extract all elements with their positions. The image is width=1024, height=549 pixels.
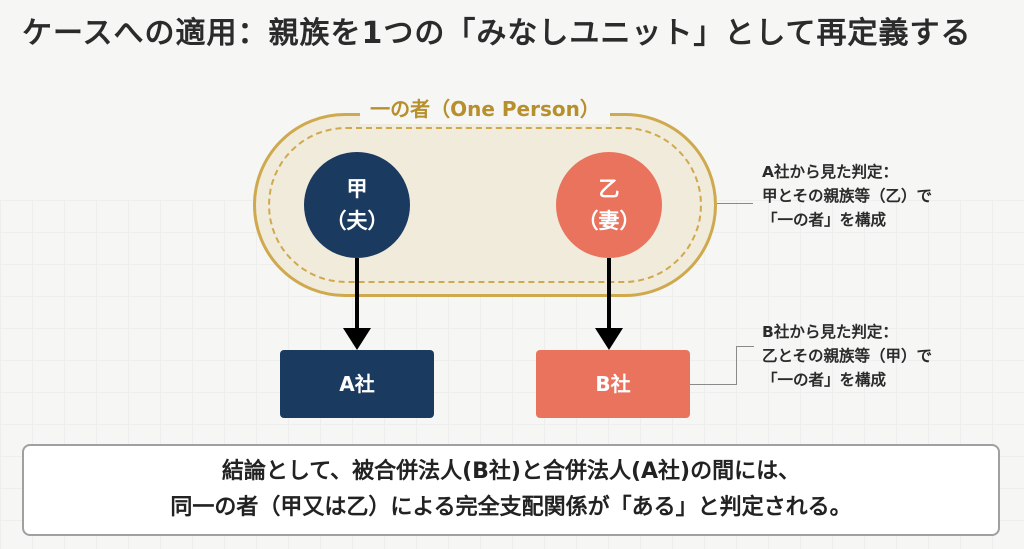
note-b-line1: B社から見た判定： (762, 323, 898, 341)
person-husband-name: 甲 (346, 177, 368, 201)
note-company-b-judgement: B社から見た判定： 乙とその親族等（甲）で 「一の者」を構成 (762, 320, 1012, 392)
note-b-connector-vertical (736, 346, 737, 384)
one-person-group-label: 一の者（One Person） (360, 94, 610, 124)
conclusion-line1: 結論として、被合併法人(B社)と合併法人(A社)の間には、 (221, 459, 801, 484)
note-b-connector-top (736, 346, 754, 347)
note-b-line3: 「一の者」を構成 (762, 371, 887, 389)
person-wife-name: 乙 (598, 177, 620, 201)
arrow-wife-to-company-b-line (607, 258, 611, 330)
arrow-husband-to-company-a-head (343, 328, 371, 350)
one-person-group-dashed-outline (268, 127, 702, 283)
note-a-line3: 「一の者」を構成 (762, 211, 887, 229)
person-wife-role: （妻） (577, 209, 641, 233)
note-b-line2: 乙とその親族等（甲）で (762, 347, 933, 365)
note-b-connector-bottom (690, 384, 737, 385)
person-husband-circle: 甲 （夫） (304, 152, 410, 258)
person-wife-circle: 乙 （妻） (556, 152, 662, 258)
person-husband-role: （夫） (325, 209, 389, 233)
note-company-a-judgement: A社から見た判定： 甲とその親族等（乙）で 「一の者」を構成 (762, 160, 1012, 232)
conclusion-box: 結論として、被合併法人(B社)と合併法人(A社)の間には、 同一の者（甲又は乙）… (22, 444, 1000, 536)
arrow-wife-to-company-b-head (595, 328, 623, 350)
note-a-connector-horizontal (717, 203, 753, 204)
company-a-box: A社 (280, 350, 434, 418)
note-a-line1: A社から見た判定： (762, 163, 898, 181)
note-a-line2: 甲とその親族等（乙）で (762, 187, 933, 205)
page-title: ケースへの適用：親族を1つの「みなしユニット」として再定義する (22, 16, 972, 51)
arrow-husband-to-company-a-line (355, 258, 359, 330)
conclusion-line2: 同一の者（甲又は乙）による完全支配関係が「ある」と判定される。 (170, 495, 852, 520)
company-b-box: B社 (536, 350, 690, 418)
